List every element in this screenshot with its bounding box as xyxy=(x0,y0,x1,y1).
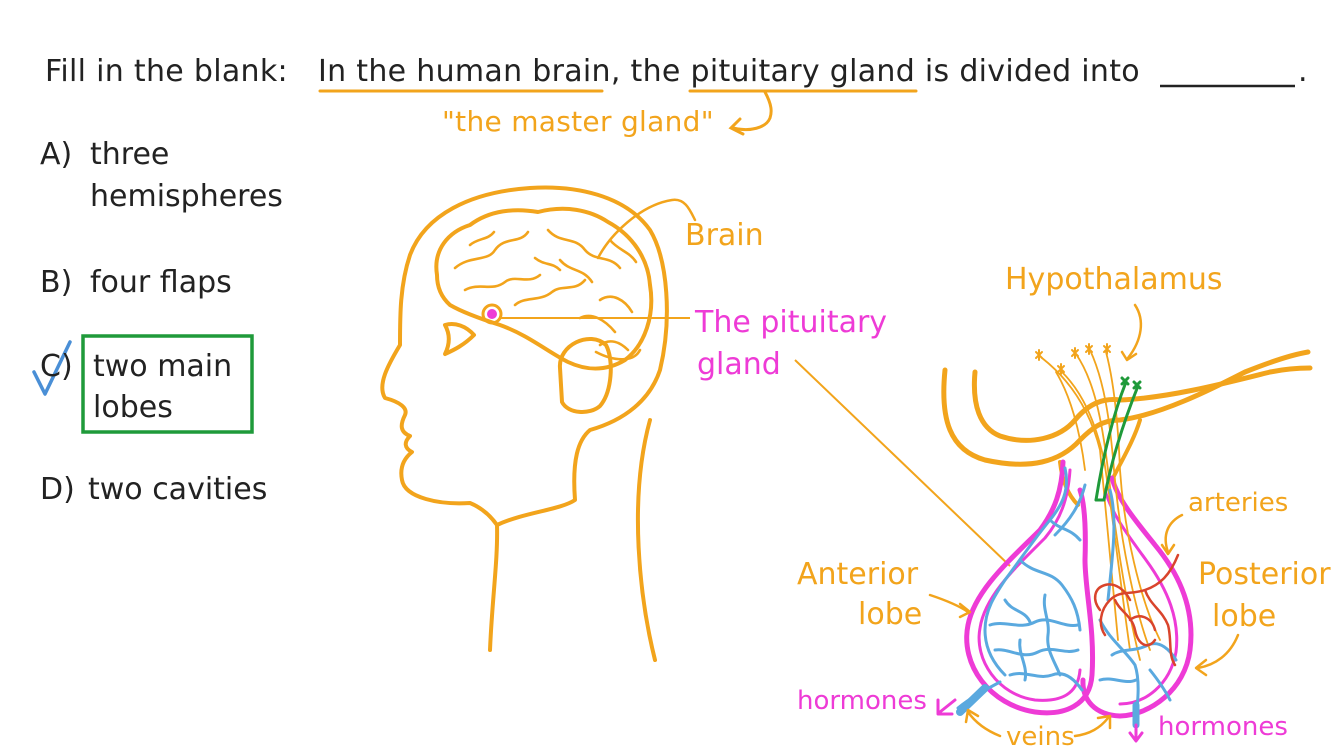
label-veins: veins xyxy=(1006,722,1075,752)
label-brain: Brain xyxy=(685,218,764,253)
pituitary-marker-ring xyxy=(481,303,503,325)
portal-veins xyxy=(956,466,1178,722)
label-pituitary-line1: The pituitary xyxy=(695,305,888,340)
anterior-lobe-inner xyxy=(977,468,1082,702)
option-a-text-line1: three xyxy=(90,137,170,172)
question-underlines xyxy=(318,89,918,136)
posterior-lobe-outline xyxy=(1080,475,1194,719)
brain-outline xyxy=(434,206,654,371)
eye-outline xyxy=(443,322,476,356)
option-c-letter: C) xyxy=(40,349,73,384)
hormone-arrows xyxy=(936,698,1144,743)
master-gland-arrow xyxy=(731,90,773,132)
hormone-outlet-left xyxy=(956,684,989,716)
label-hypothalamus: Hypothalamus xyxy=(1005,262,1223,297)
master-gland-annotation: "the master gland" xyxy=(442,105,714,138)
question-prefix: Fill in the blank: xyxy=(45,54,288,89)
correct-answer-box xyxy=(81,334,254,434)
master-gland-arrowhead xyxy=(728,117,745,136)
label-hormones-right: hormones xyxy=(1158,712,1288,742)
green-neurons xyxy=(1094,376,1142,502)
question-period: . xyxy=(1298,54,1308,89)
head-illustration xyxy=(380,185,697,662)
label-anterior-line1: Anterior xyxy=(797,557,919,592)
label-anterior-line2: lobe xyxy=(858,597,923,632)
brain-folds xyxy=(453,228,638,352)
option-d-text-line1: two cavities xyxy=(88,472,268,507)
option-b-letter: B) xyxy=(40,265,73,300)
option-a-text-line2: hemispheres xyxy=(90,179,283,214)
option-c-text-line2: lobes xyxy=(93,390,173,425)
neuron-cell-bodies xyxy=(1035,343,1111,375)
cerebellum xyxy=(594,348,642,361)
arterial-capillaries xyxy=(1093,553,1180,667)
ear-outline xyxy=(557,337,613,414)
posterior-lobe-inner xyxy=(1103,488,1179,706)
hypothalamus-floor-outer xyxy=(941,349,1311,467)
head-outline xyxy=(380,185,669,652)
pituitary-diagram xyxy=(928,303,1313,743)
label-arteries: arteries xyxy=(1188,488,1289,518)
checkmark-icon xyxy=(32,340,72,396)
label-posterior-line1: Posterior xyxy=(1198,557,1331,592)
label-hormones-left: hormones xyxy=(797,686,927,716)
anterior-lobe-outline xyxy=(964,459,1096,716)
label-pituitary-line2: gland xyxy=(697,347,781,382)
option-b-text-line1: four flaps xyxy=(90,265,232,300)
label-posterior-line2: lobe xyxy=(1212,599,1277,634)
zoom-callout-line xyxy=(794,359,1011,567)
hypothalamus-floor-inner xyxy=(971,365,1313,443)
option-a-letter: A) xyxy=(40,137,73,172)
option-c-text-line1: two main xyxy=(93,349,233,384)
neck-back xyxy=(635,418,657,662)
option-d-letter: D) xyxy=(40,472,75,507)
pituitary-marker-dot xyxy=(487,309,497,319)
brain-callout-line xyxy=(596,198,697,260)
label-arrows xyxy=(928,303,1240,738)
question-statement: In the human brain, the pituitary gland … xyxy=(318,54,1140,89)
